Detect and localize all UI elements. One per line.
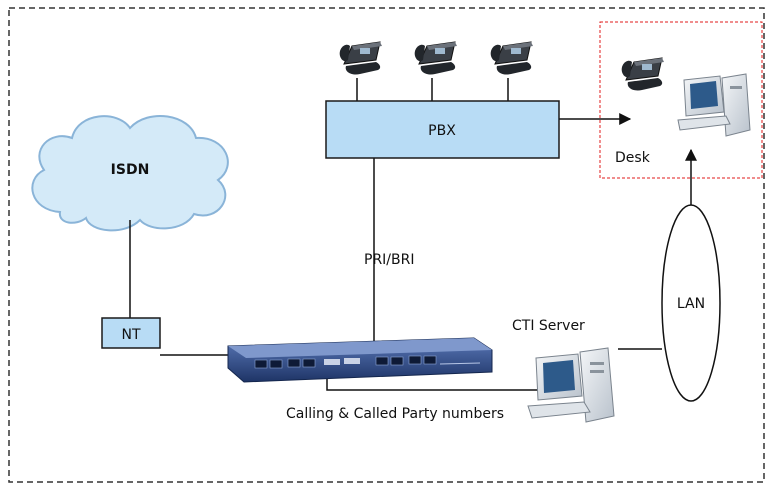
nt-node: NT <box>101 317 161 349</box>
desk-node: Desk <box>615 57 751 166</box>
nt-label: NT <box>121 327 140 343</box>
cloud-icon <box>31 114 229 232</box>
phone-icon <box>414 41 457 75</box>
lan-node: LAN <box>661 204 721 402</box>
workstation-icon <box>527 347 615 423</box>
calling-called-label: Calling & Called Party numbers <box>286 406 504 422</box>
pbx-box <box>325 100 560 159</box>
workstation-icon <box>677 73 751 137</box>
phone-icon <box>490 41 533 75</box>
outer-boundary <box>8 7 765 483</box>
isdn-label: ISDN <box>111 162 150 178</box>
lan-ellipse <box>661 204 721 402</box>
rack-device-icon <box>227 337 493 383</box>
cti-server-node: CTI Server <box>512 318 615 423</box>
phone-icon <box>339 41 382 75</box>
isdn-cloud: ISDN <box>31 114 229 232</box>
phone-icon <box>621 57 664 91</box>
pri-bri-label: PRI/BRI <box>364 252 414 268</box>
cti-server-label: CTI Server <box>512 318 585 334</box>
nt-box <box>101 317 161 349</box>
desk-boundary <box>599 21 763 179</box>
pbx-label: PBX <box>428 123 456 139</box>
desk-label: Desk <box>615 150 651 166</box>
lan-label: LAN <box>677 296 705 312</box>
pbx-node: PBX <box>325 100 560 159</box>
